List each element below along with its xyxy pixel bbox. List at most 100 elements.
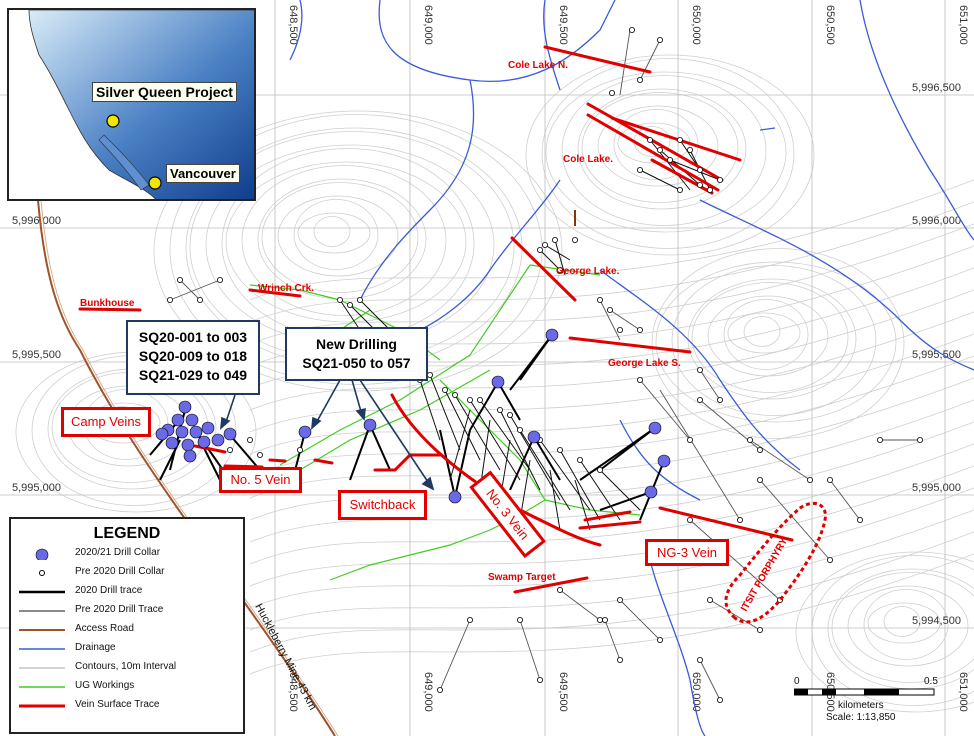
pre2020-collar-icon — [607, 306, 614, 313]
sq-drilling-callout: SQ20-001 to 003 SQ20-009 to 018 SQ21-029… — [126, 320, 260, 395]
pre2020-collar-icon — [356, 296, 363, 303]
pre2020-collar-icon — [617, 326, 624, 333]
grid-x-label: 650,500 — [824, 5, 836, 45]
grid-x-label: 649,000 — [422, 672, 434, 712]
pre2020-collar-icon — [557, 587, 564, 594]
contour-line — [297, 212, 371, 254]
contour-line — [153, 110, 563, 392]
george-lake-s-label: George Lake S. — [608, 358, 681, 369]
contour-line — [249, 443, 974, 565]
contour-line — [249, 377, 974, 499]
blue-line-icon — [19, 648, 65, 650]
grid-x-label: 651,000 — [957, 5, 969, 45]
drill-collar-icon — [644, 485, 658, 499]
grid-y-label: 5,994,500 — [912, 615, 961, 627]
drill-collar-icon — [223, 427, 237, 441]
pre2020-collar-icon — [677, 186, 684, 193]
pre2020-collars — [166, 26, 924, 704]
pre2020-collar-icon — [757, 446, 764, 453]
contour-line — [277, 195, 399, 277]
pre2020-collar-icon — [572, 236, 579, 243]
callout-line: SQ20-009 to 018 — [138, 348, 248, 364]
pre2020-collar-icon — [466, 396, 473, 403]
pre2020-collar-icon — [466, 617, 473, 624]
pre2020-collar-icon — [176, 276, 183, 283]
pre2020-collar-icon — [637, 376, 644, 383]
scale-ratio: Scale: 1:13,850 — [826, 712, 896, 723]
contour-line — [249, 509, 974, 631]
drill-collar-icon — [165, 436, 179, 450]
pre2020-collar-icon — [697, 366, 704, 373]
drill-collar-icon — [211, 433, 225, 447]
pre2020-collar-icon — [597, 466, 604, 473]
new-drilling-callout: New Drilling SQ21-050 to 057 — [285, 327, 428, 381]
pre2020-collar-icon — [877, 436, 884, 443]
project-location-icon — [106, 114, 120, 128]
cole-lake-label: Cole Lake. — [563, 154, 613, 165]
grid-x-label: 649,500 — [557, 672, 569, 712]
drill-collar-icon — [175, 425, 189, 439]
pre2020-collar-icon — [506, 411, 513, 418]
contour-line — [249, 311, 974, 433]
pre2020-collar-icon — [537, 677, 544, 684]
pre2020-collar-icon — [827, 476, 834, 483]
pre2020-collar-icon — [552, 236, 559, 243]
pre2020-collar-icon — [667, 156, 674, 163]
pre2020-collar-icon — [707, 597, 714, 604]
contour-line — [691, 282, 849, 393]
scale-max: 0.5 — [924, 676, 938, 687]
contour-line — [225, 161, 467, 323]
contour-line — [707, 295, 829, 377]
pre2020-collar-icon — [216, 276, 223, 283]
pre2020-collar-icon — [451, 391, 458, 398]
contour-line — [655, 261, 897, 423]
pre2020-collar-icon — [697, 181, 704, 188]
pre2020-collar-icon — [196, 296, 203, 303]
grey-line-icon — [19, 610, 65, 612]
project-label: Silver Queen Project — [92, 82, 237, 102]
drill-collar-icon — [197, 435, 211, 449]
drill-collar-icon — [527, 430, 541, 444]
drill-collar-icon — [491, 375, 505, 389]
swamp-target-label: Swamp Target — [488, 572, 556, 583]
pre2020-collar-icon — [657, 637, 664, 644]
pre2020-collar-icon — [757, 476, 764, 483]
pre2020-collar-icon — [757, 627, 764, 634]
contour-line — [687, 278, 857, 400]
pre2020-collar-icon — [827, 557, 834, 564]
george-lake-label: George Lake. — [556, 266, 620, 277]
pre2020-collar-icon — [597, 296, 604, 303]
itsit-porphyry-outline — [724, 501, 827, 624]
grid-x-label: 650,000 — [690, 672, 702, 712]
contour-line — [221, 148, 475, 339]
pre2020-collar-icon — [557, 446, 564, 453]
drill-collar-icon — [181, 438, 195, 452]
legend-label: Contours, 10m Interval — [75, 661, 177, 672]
scale-bar: 0 0.5 kilometers Scale: 1:13,850 — [790, 676, 940, 726]
pre2020-collar-icon — [657, 37, 664, 44]
callout-line: SQ21-029 to 049 — [138, 367, 248, 383]
contour-line — [795, 551, 974, 713]
drill-collar-icon — [201, 421, 215, 435]
contour-line — [249, 289, 974, 411]
pre2020-collar-icon — [647, 136, 654, 143]
contour-line — [561, 75, 767, 226]
contour-line — [293, 199, 379, 270]
inset-map-svg — [28, 10, 254, 199]
legend-label: Access Road — [75, 623, 134, 634]
pre2020-collar-icon — [697, 166, 704, 173]
grid-x-label: 649,000 — [422, 5, 434, 45]
grid-y-label: 5,996,000 — [912, 215, 961, 227]
island-shape — [98, 134, 150, 191]
pre2020-drill-traces — [169, 29, 920, 701]
contour-line — [257, 178, 427, 300]
pre2020-collar-icon — [577, 456, 584, 463]
vancouver-label: Vancouver — [166, 164, 240, 183]
callout-range: SQ21-050 to 057 — [302, 355, 411, 371]
grid-x-label: 651,000 — [957, 672, 969, 712]
contour-line — [541, 58, 795, 249]
scale-unit: kilometers — [838, 700, 884, 711]
pre2020-collar-icon — [629, 26, 636, 33]
legend-label: Pre 2020 Drill Trace — [75, 604, 164, 615]
legend-label: 2020/21 Drill Collar — [75, 547, 161, 558]
